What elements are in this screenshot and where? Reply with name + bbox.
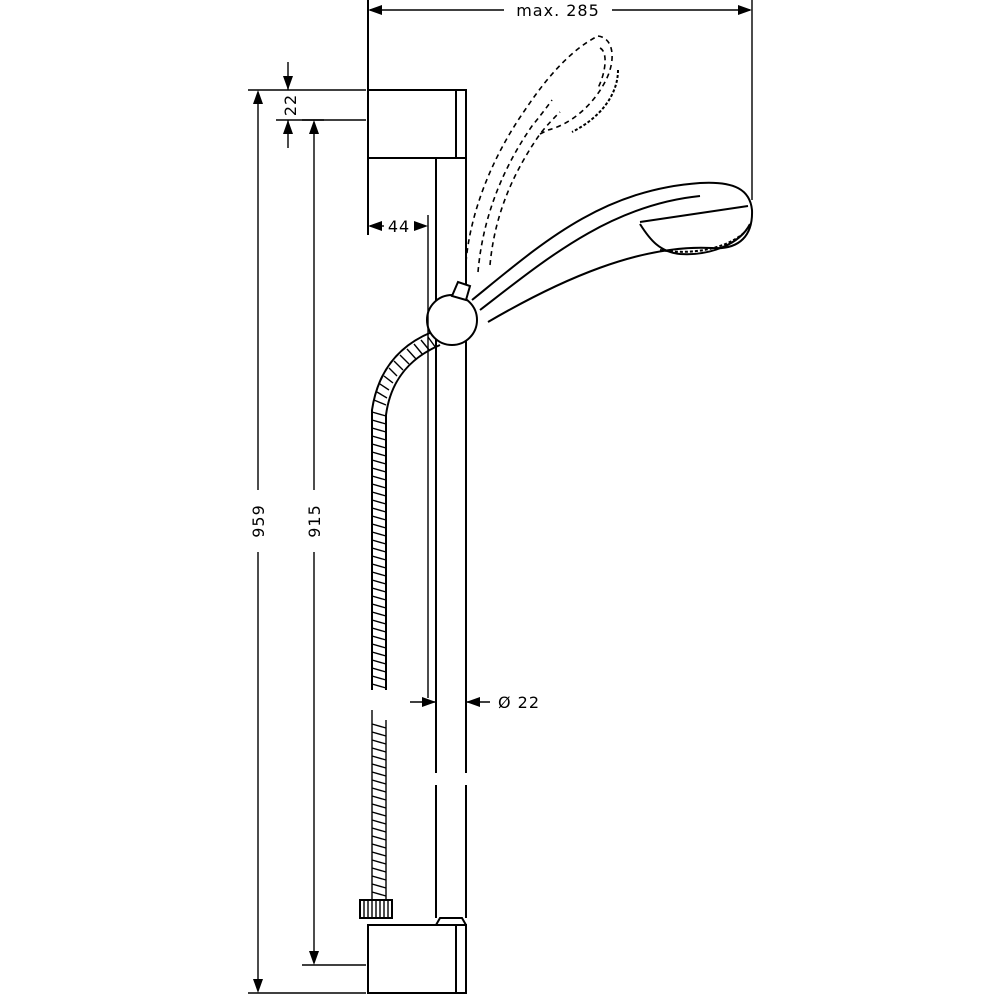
dimension-max-reach: max. 285 [368,0,753,200]
dimension-top-offset-label: 22 [281,94,300,116]
shower-hose [359,331,441,919]
dimension-bar-height-label: 915 [305,504,324,538]
dimension-wall-distance: 44 [367,160,429,698]
dimension-bar-diameter-label: Ø 22 [498,693,540,712]
slider-holder [426,280,478,346]
handshower [471,181,754,323]
handshower-alt-position-dashed [465,35,619,273]
dimension-bar-diameter: Ø 22 [410,693,540,712]
dimension-wall-distance-label: 44 [388,217,410,236]
dimension-total-height: 959 [248,89,366,994]
bottom-wall-bracket [367,917,467,994]
dimension-bar-height: 915 [302,119,366,966]
dimension-max-reach-label: max. 285 [516,1,600,20]
dimension-total-height-label: 959 [249,504,268,538]
dimension-top-offset: 22 [276,62,366,148]
slide-bar [435,158,467,918]
top-wall-bracket [367,89,467,159]
